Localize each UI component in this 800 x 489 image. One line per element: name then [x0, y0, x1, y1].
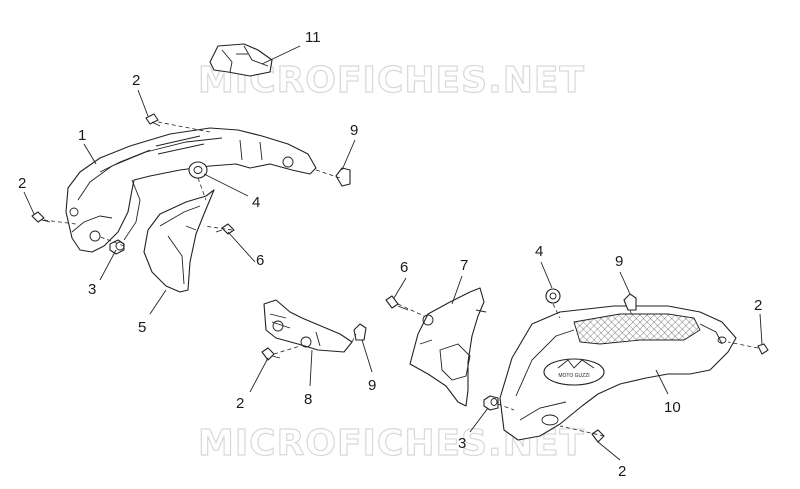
callout-10: 10 [664, 399, 681, 416]
callout-2-bottom-left: 2 [236, 395, 244, 412]
callout-9-right: 9 [615, 253, 623, 270]
callout-7: 7 [460, 257, 468, 274]
clip-9-middle [353, 323, 367, 341]
part-5-inner-panel [143, 189, 215, 293]
part-1-upper-fairing [65, 127, 317, 253]
callout-2-bottom-right: 2 [618, 463, 626, 480]
callout-5: 5 [138, 319, 146, 336]
part-3-spacer-right [483, 395, 499, 411]
callout-6-left: 6 [256, 252, 264, 269]
callout-3-right: 3 [458, 435, 466, 452]
leader-lines [23, 45, 763, 461]
part-4-grommet-top [188, 161, 208, 179]
callout-4-right: 4 [535, 243, 543, 260]
part-10-lower-fairing: MOTO GUZZI [499, 305, 737, 441]
assembly-dash-lines [43, 121, 759, 437]
screw-2-bottom-left [261, 347, 281, 361]
callout-9-middle: 9 [368, 377, 376, 394]
part-7-side-bracket [409, 287, 487, 407]
callout-3-left: 3 [88, 281, 96, 298]
callout-11: 11 [305, 29, 321, 46]
part-4-grommet-right [545, 288, 561, 304]
callout-8: 8 [304, 391, 312, 408]
part-3-spacer-left [109, 239, 125, 255]
screw-2-left [31, 211, 51, 223]
part-8-lower-bracket [263, 299, 353, 353]
screw-6-left [215, 223, 235, 235]
callout-2-top: 2 [132, 72, 140, 89]
callout-labels: 11 2 1 2 9 4 3 6 5 6 7 4 9 2 2 8 9 3 10 … [18, 29, 762, 480]
moto-guzzi-logo-text: MOTO GUZZI [558, 373, 589, 379]
callout-2-right: 2 [754, 297, 762, 314]
callout-1: 1 [78, 127, 86, 144]
screw-2-right [757, 343, 769, 355]
clip-9-top [335, 167, 351, 187]
callout-6-right: 6 [400, 259, 408, 276]
screw-6-right [385, 295, 409, 311]
callout-4-top: 4 [252, 194, 260, 211]
callout-2-left: 2 [18, 175, 26, 192]
part-11-clip [209, 43, 273, 77]
clip-9-right [623, 293, 637, 311]
callout-9-top: 9 [350, 122, 358, 139]
screw-2-top [145, 113, 161, 127]
